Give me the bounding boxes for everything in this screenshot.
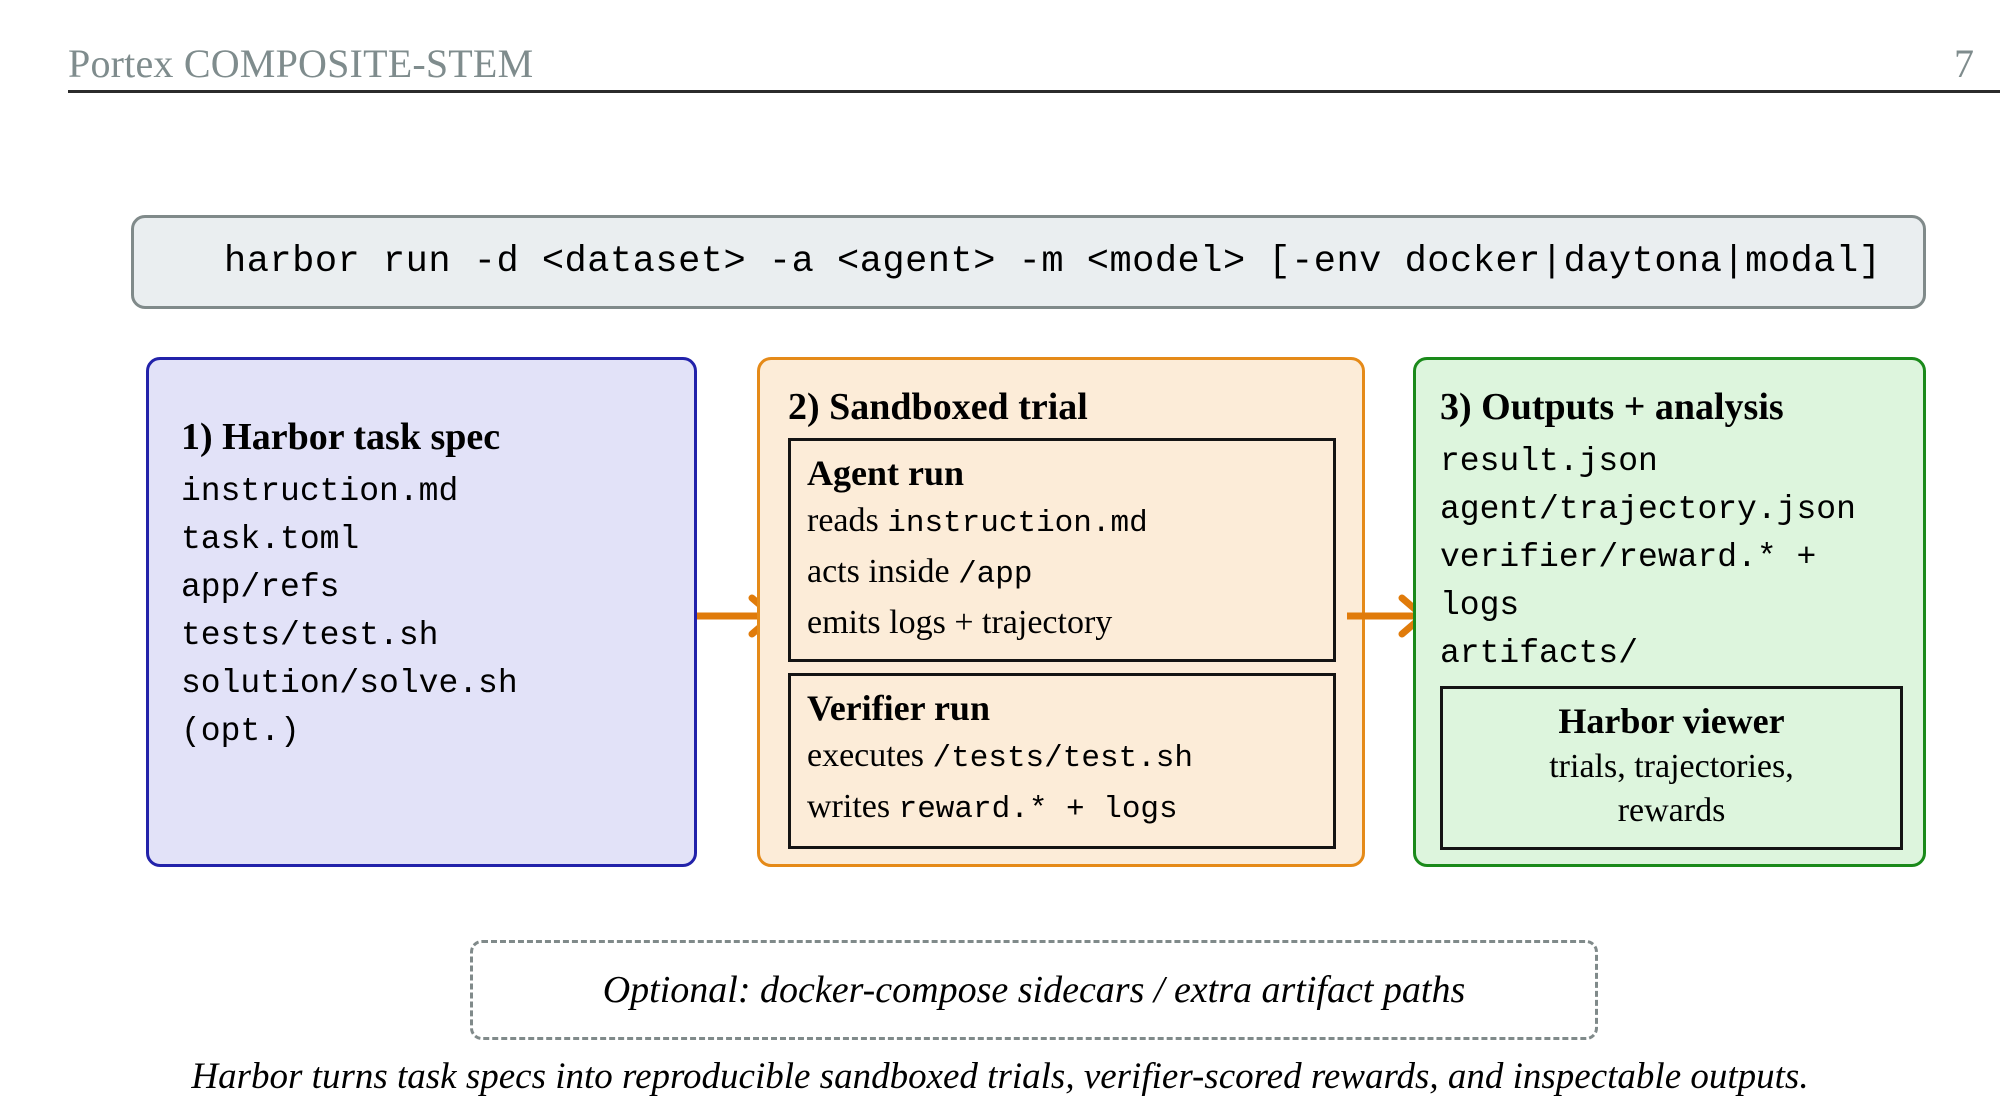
agent-run-line-3-prefix: emits logs + trajectory — [807, 604, 1113, 641]
page-title: Portex COMPOSITE-STEM — [68, 41, 534, 86]
agent-run-title: Agent run — [807, 453, 965, 493]
stage-3-line-5: artifacts/ — [1440, 635, 1639, 672]
verifier-run-line-2-code: reward.* + logs — [898, 792, 1178, 827]
stage-3-line-1: result.json — [1440, 443, 1658, 480]
stage-box-harbor-task-spec: 1) Harbor task spec instruction.md task.… — [146, 357, 697, 867]
verifier-run-line-2-prefix: writes — [807, 788, 899, 825]
figure-caption: Harbor turns task specs into reproducibl… — [191, 1056, 1809, 1097]
stage-1-line-5: solution/solve.sh — [181, 665, 518, 702]
agent-run-line-3: emits logs + trajectory — [807, 599, 1317, 647]
command-banner: harbor run -d <dataset> -a <agent> -m <m… — [131, 215, 1926, 309]
stage-3-line-4: logs — [1440, 587, 1520, 624]
agent-run-line-2: acts inside /app — [807, 548, 1317, 599]
stage-3-title: 3) Outputs + analysis — [1440, 386, 1784, 428]
agent-run-line-1-code: instruction.md — [887, 506, 1148, 541]
stage-2-title: 2) Sandboxed trial — [788, 386, 1088, 428]
stage-3-line-3: verifier/reward.* + — [1440, 539, 1817, 576]
stage-1-title: 1) Harbor task spec — [181, 416, 501, 458]
agent-run-line-1-prefix: reads — [807, 502, 888, 539]
verifier-run-line-2: writes reward.* + logs — [807, 783, 1317, 834]
command-text: harbor run -d <dataset> -a <agent> -m <m… — [224, 241, 1882, 283]
optional-note-box: Optional: docker-compose sidecars / extr… — [470, 940, 1598, 1040]
stage-1-line-1: instruction.md — [181, 473, 459, 510]
slide-header: Portex COMPOSITE-STEM 7 — [0, 36, 2000, 98]
stage-box-sandboxed-trial: 2) Sandboxed trial Agent run reads instr… — [757, 357, 1365, 867]
verifier-run-title: Verifier run — [807, 688, 990, 728]
harbor-viewer-line-1: trials, trajectories, — [1549, 748, 1794, 785]
verifier-run-line-1-prefix: executes — [807, 737, 933, 774]
page-number: 7 — [1954, 41, 1974, 86]
optional-note-text: Optional: docker-compose sidecars / extr… — [602, 969, 1466, 1011]
stage-1-line-3: app/refs — [181, 569, 340, 606]
verifier-run-line-1: executes /tests/test.sh — [807, 732, 1317, 783]
harbor-viewer-title: Harbor viewer — [1558, 701, 1785, 741]
agent-run-line-1: reads instruction.md — [807, 497, 1317, 548]
agent-run-panel: Agent run reads instruction.md acts insi… — [788, 438, 1336, 662]
stage-box-outputs-analysis: 3) Outputs + analysis result.json agent/… — [1413, 357, 1926, 867]
stage-1-line-6: (opt.) — [181, 713, 300, 750]
agent-run-line-2-code: /app — [958, 557, 1033, 592]
header-divider — [68, 90, 2000, 93]
stage-1-line-4: tests/test.sh — [181, 617, 439, 654]
harbor-viewer-line-2: rewards — [1617, 792, 1726, 829]
harbor-viewer-panel: Harbor viewer trials, trajectories, rewa… — [1440, 686, 1903, 850]
verifier-run-line-1-code: /tests/test.sh — [932, 741, 1193, 776]
stage-1-line-2: task.toml — [181, 521, 360, 558]
stage-3-line-2: agent/trajectory.json — [1440, 491, 1856, 528]
verifier-run-panel: Verifier run executes /tests/test.sh wri… — [788, 673, 1336, 849]
agent-run-line-2-prefix: acts inside — [807, 553, 959, 590]
